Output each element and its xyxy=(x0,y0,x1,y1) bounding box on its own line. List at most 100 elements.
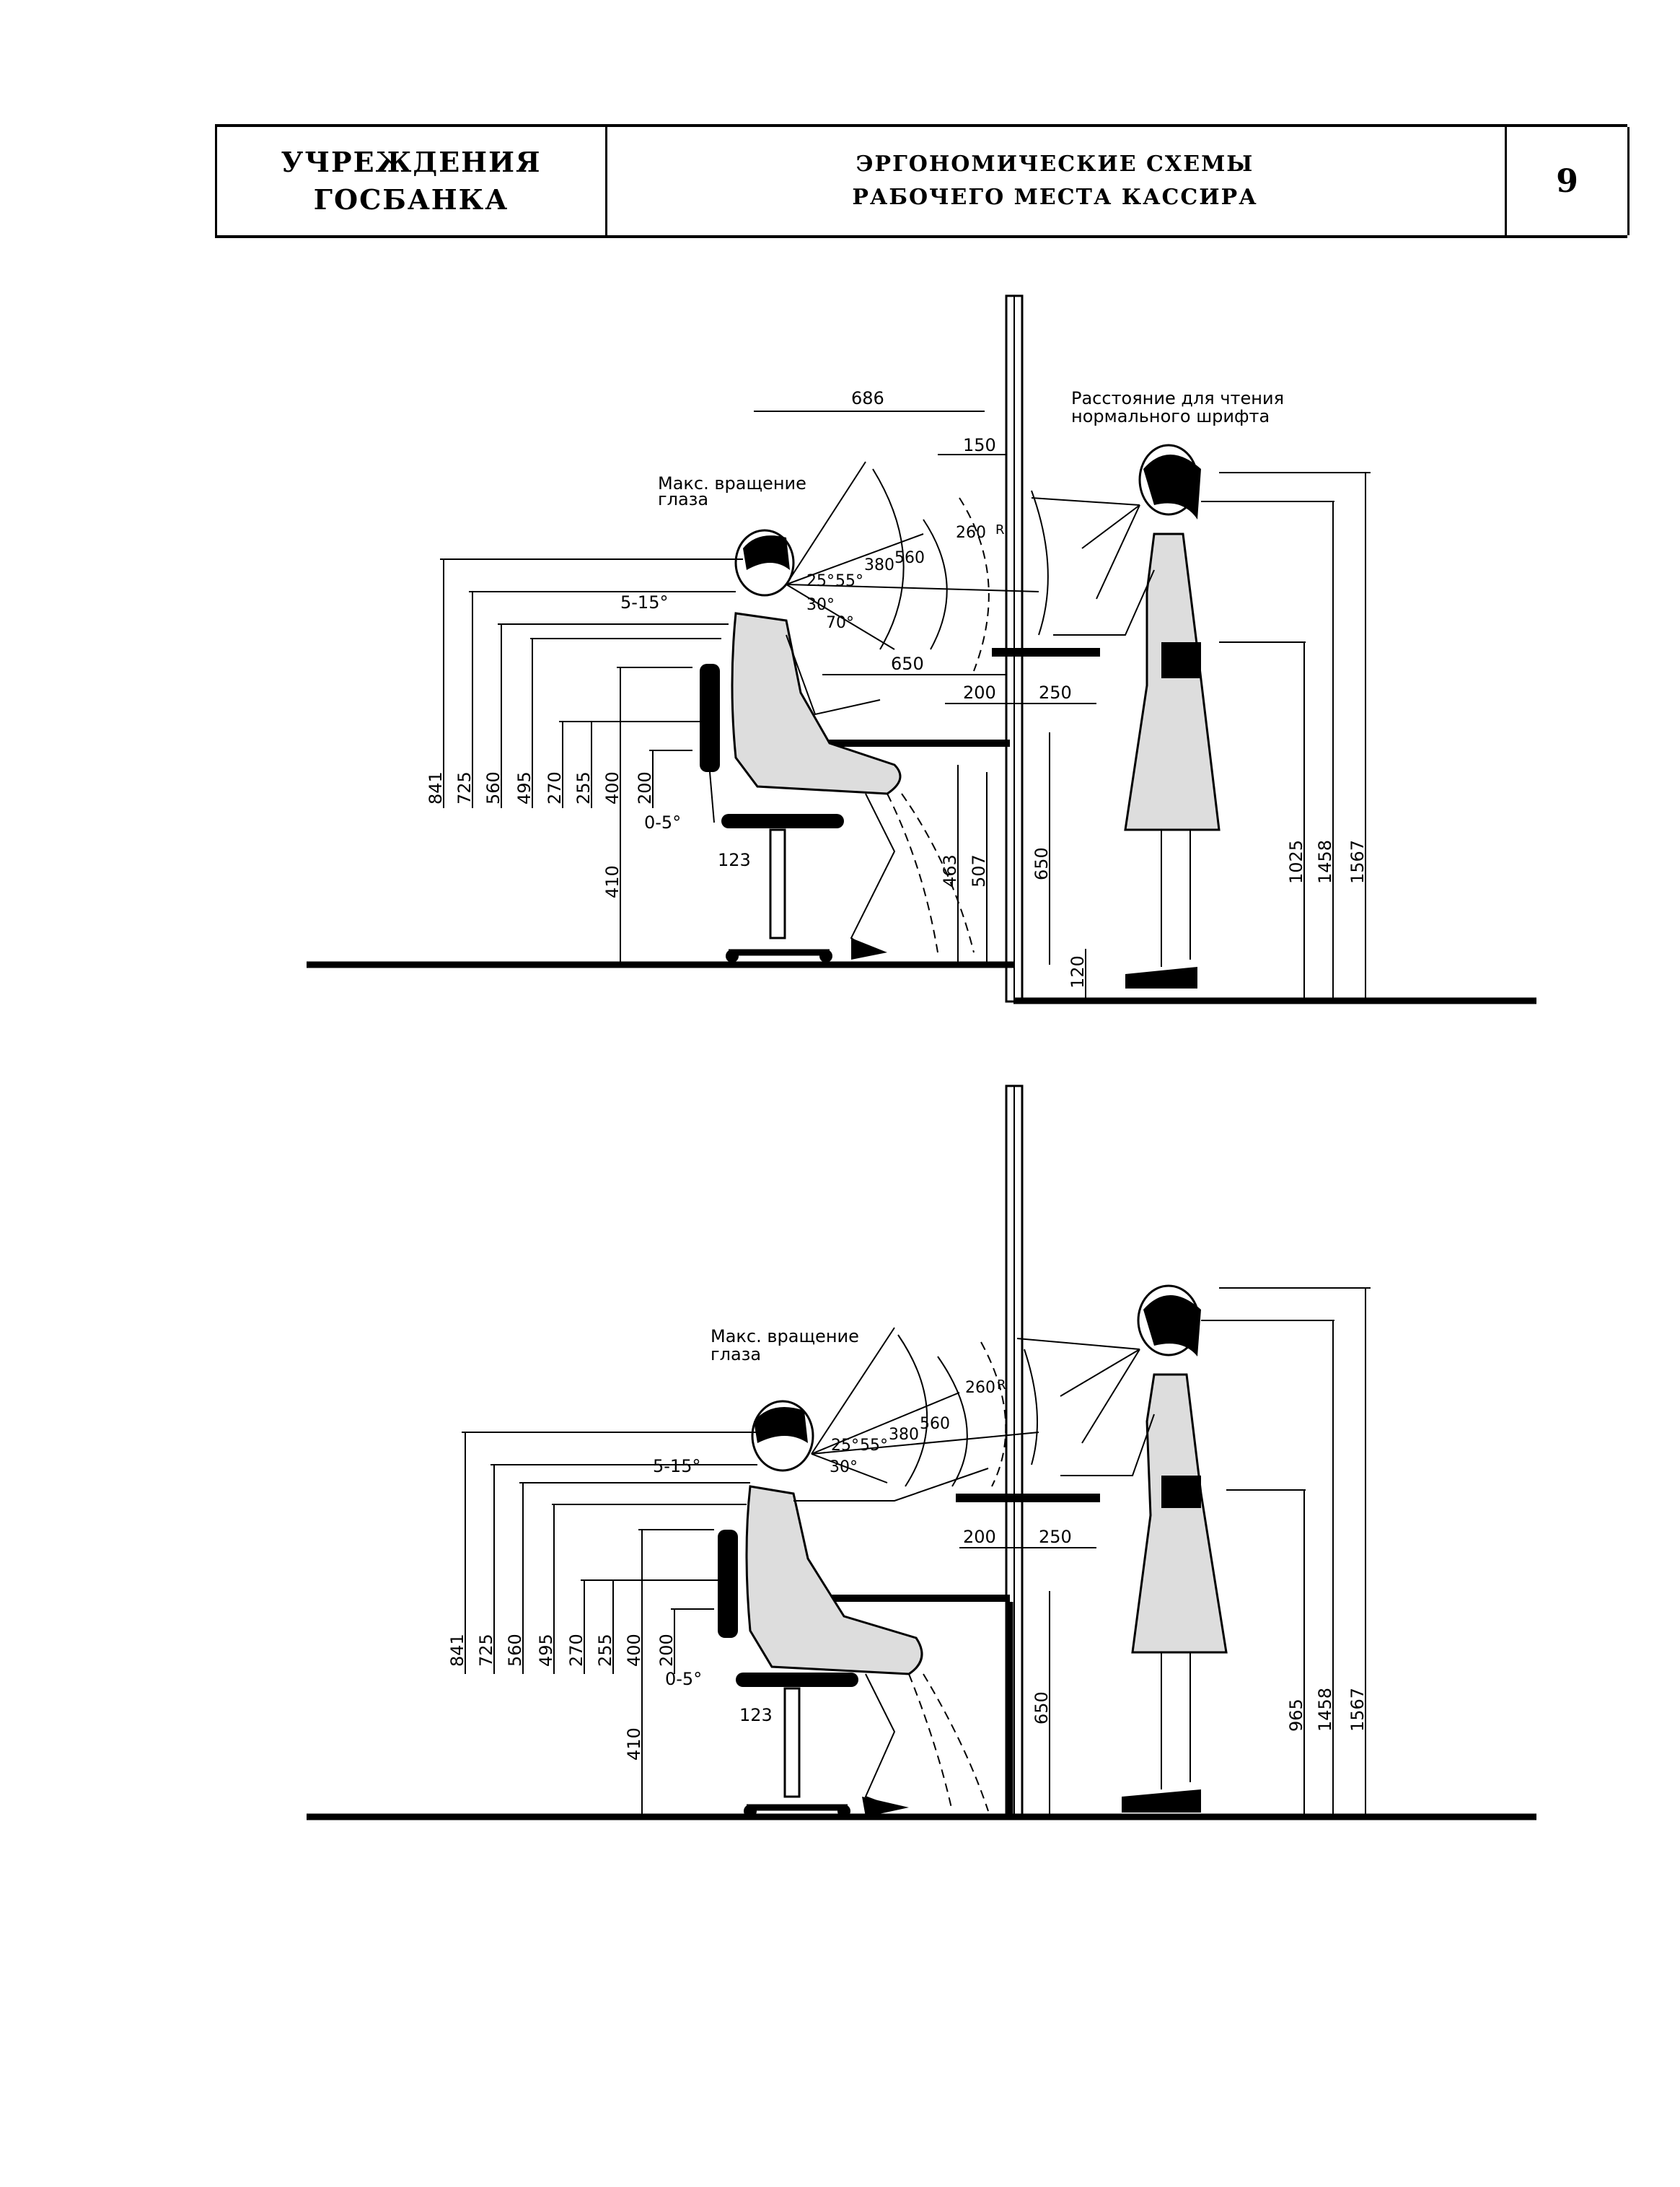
diagram-2: Макс. вращение глаза 200 250 5-15° 0-5° … xyxy=(307,1084,1536,1820)
dim-250: 250 xyxy=(1039,683,1072,703)
hair xyxy=(743,535,790,570)
belt xyxy=(1161,642,1201,678)
seated-cashier xyxy=(731,529,975,960)
head xyxy=(734,529,795,597)
seat-tilt: 0-5° xyxy=(665,1669,702,1689)
diagram-1-labels: Расстояние для чтения нормального шрифта… xyxy=(426,388,1368,989)
legs xyxy=(1161,830,1191,967)
dim-150: 150 xyxy=(963,435,996,455)
hair xyxy=(1143,455,1201,520)
chair-post xyxy=(769,828,786,939)
seat-height: 410 xyxy=(602,865,623,898)
dress xyxy=(1131,1373,1228,1654)
radius-mark: R xyxy=(995,522,1005,538)
dim-200: 200 xyxy=(963,683,996,703)
seated-dim-200: 200 xyxy=(635,771,655,805)
radius-380: 380 xyxy=(889,1426,919,1444)
radius-560: 560 xyxy=(920,1415,950,1433)
page-number: 9 xyxy=(1556,162,1578,200)
section-cell: УЧРЕЖДЕНИЯ ГОСБАНКА xyxy=(215,127,607,235)
seated-dim-560: 560 xyxy=(483,771,503,805)
dim-463: 463 xyxy=(940,854,960,887)
standing-customer xyxy=(1053,444,1221,989)
standing-dim-965: 965 xyxy=(1286,1699,1306,1732)
seated-cashier xyxy=(745,1400,989,1817)
seated-dim-270: 270 xyxy=(566,1634,586,1667)
dim-507: 507 xyxy=(969,854,989,887)
leg xyxy=(850,793,896,953)
angle-30: 30° xyxy=(806,596,835,614)
chair-back xyxy=(718,1530,738,1638)
eye-rotation-line-1: Макс. вращение xyxy=(711,1326,859,1346)
angle-55: 55° xyxy=(835,572,863,590)
seated-dim-400: 400 xyxy=(624,1634,644,1667)
chair-back xyxy=(700,664,720,772)
floor-step: 120 xyxy=(1068,955,1088,989)
desk-top xyxy=(822,1595,1010,1602)
seated-dim-841: 841 xyxy=(447,1634,467,1667)
arm xyxy=(786,634,881,716)
chair-seat xyxy=(721,814,844,828)
head-tilt: 5-15° xyxy=(653,1456,700,1476)
seated-dim-725: 725 xyxy=(476,1634,496,1667)
standing-customer xyxy=(1060,1284,1228,1813)
standing-dim-1458: 1458 xyxy=(1315,1688,1335,1732)
counter-top xyxy=(956,1494,1100,1502)
title-line-1: ЭРГОНОМИЧЕСКИЕ СХЕМЫ xyxy=(856,152,1254,177)
diagram-1: Расстояние для чтения нормального шрифта… xyxy=(307,294,1536,1004)
seat-height: 410 xyxy=(624,1727,644,1761)
radius-560: 560 xyxy=(894,549,925,567)
chair xyxy=(718,1530,858,1818)
belt xyxy=(1161,1476,1201,1508)
counter-650: 650 xyxy=(1032,1691,1052,1724)
eye-rotation-line-2: глаза xyxy=(658,489,708,509)
seated-dim-270: 270 xyxy=(545,771,565,805)
radius-260: 260 xyxy=(956,524,986,542)
seated-dim-400: 400 xyxy=(602,771,623,805)
seated-dim-841: 841 xyxy=(426,771,446,805)
sight-lines xyxy=(811,1327,1140,1487)
shoe xyxy=(862,1797,909,1817)
title-line-2: РАБОЧЕГО МЕСТА КАССИРА xyxy=(852,185,1258,210)
eye-rotation-line-2: глаза xyxy=(711,1344,761,1364)
dimension-lines xyxy=(462,1287,1371,1817)
torso-dress xyxy=(731,612,902,795)
seat-offset: 123 xyxy=(739,1705,773,1725)
sight-lines xyxy=(786,461,1140,672)
shoes xyxy=(1125,967,1197,989)
dim-686: 686 xyxy=(851,388,884,408)
dim-650h: 650 xyxy=(891,654,924,674)
head-tilt: 5-15° xyxy=(620,592,668,613)
reading-note-line-2: нормального шрифта xyxy=(1071,406,1270,426)
leg xyxy=(864,1673,896,1808)
counter-650: 650 xyxy=(1032,847,1052,880)
chair xyxy=(700,664,844,963)
seated-dim-560: 560 xyxy=(505,1634,525,1667)
counter-top xyxy=(992,648,1100,657)
standing-dim-1567: 1567 xyxy=(1347,1688,1368,1732)
section-line-1: УЧРЕЖДЕНИЯ xyxy=(281,146,542,178)
seated-dim-725: 725 xyxy=(454,771,475,805)
angle-70: 70° xyxy=(826,614,854,632)
diagram-2-labels: Макс. вращение глаза 200 250 5-15° 0-5° … xyxy=(447,1326,1368,1761)
shoe xyxy=(851,938,887,960)
radius-260: 260 xyxy=(965,1379,995,1397)
seat-offset: 123 xyxy=(718,850,751,870)
standing-dim-1025: 1025 xyxy=(1286,840,1306,884)
angle-30: 30° xyxy=(830,1458,858,1476)
torso-dress xyxy=(745,1485,923,1675)
seated-dim-495: 495 xyxy=(514,771,535,805)
dim-200: 200 xyxy=(963,1527,996,1547)
shoes xyxy=(1122,1789,1201,1813)
seated-dim-200: 200 xyxy=(656,1634,677,1667)
page-number-cell: 9 xyxy=(1507,127,1630,235)
arm xyxy=(1053,569,1155,636)
reading-note-line-1: Расстояние для чтения xyxy=(1071,388,1284,408)
seated-dim-255: 255 xyxy=(573,771,594,805)
angle-55: 55° xyxy=(860,1437,888,1455)
arm xyxy=(1060,1414,1155,1476)
seated-dim-255: 255 xyxy=(595,1634,615,1667)
title-block: УЧРЕЖДЕНИЯ ГОСБАНКА ЭРГОНОМИЧЕСКИЕ СХЕМЫ… xyxy=(215,124,1630,238)
angle-25: 25° xyxy=(806,572,835,590)
